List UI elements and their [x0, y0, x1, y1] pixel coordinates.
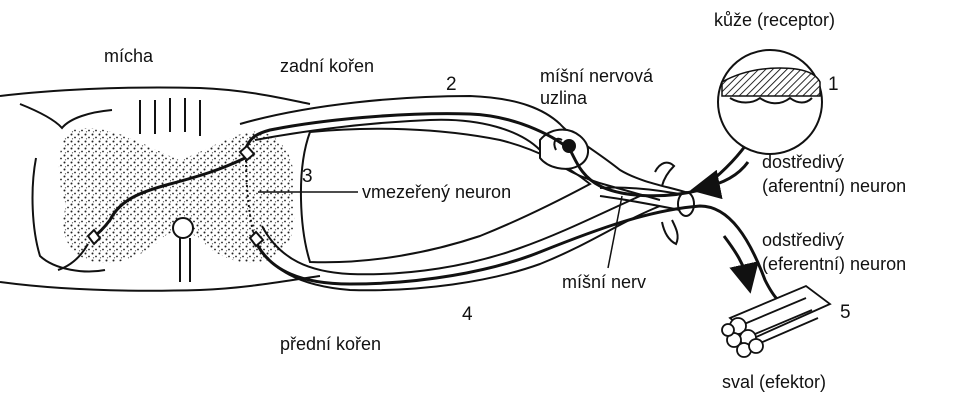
spinal-nerve — [600, 163, 690, 244]
label-uzlina-line1: míšní nervová — [540, 66, 654, 86]
number-3: 3 — [302, 166, 313, 187]
number-1: 1 — [828, 74, 839, 95]
skin-receptor — [718, 50, 822, 154]
central-canal-stem — [180, 238, 190, 282]
efferent-arrow — [724, 236, 748, 282]
label-sval: sval (efektor) — [722, 372, 826, 392]
label-predni-koren: přední kořen — [280, 334, 381, 354]
number-2: 2 — [446, 74, 457, 95]
number-5: 5 — [840, 302, 851, 323]
label-kuze: kůže (receptor) — [714, 10, 835, 30]
spinal-cord-bottom-edge — [0, 276, 320, 291]
label-dostredivy-line2: (aferentní) neuron — [762, 176, 906, 196]
number-4: 4 — [462, 304, 473, 325]
label-dostredivy-line1: dostředivý — [762, 152, 844, 172]
label-odstredivy-line2: (eferentní) neuron — [762, 254, 906, 274]
label-uzlina-line2: uzlina — [540, 88, 588, 108]
afferent-neuron-fiber — [245, 96, 770, 196]
dorsal-sulcus — [140, 98, 200, 136]
spinal-cord-inner-left — [20, 104, 112, 128]
label-misni-nerv: míšní nerv — [562, 272, 646, 292]
label-zadni-koren: zadní kořen — [280, 56, 374, 76]
label-vmezereny: vmezeřený neuron — [362, 182, 511, 202]
central-canal — [173, 218, 193, 238]
label-odstredivy-line1: odstředivý — [762, 230, 844, 250]
nerve-junction — [678, 192, 694, 216]
label-micha: mícha — [104, 46, 154, 66]
